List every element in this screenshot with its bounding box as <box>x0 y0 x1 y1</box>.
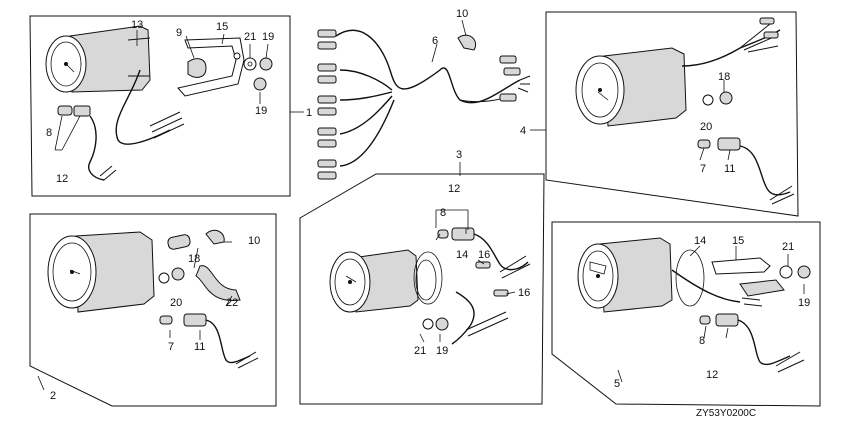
washer-21 <box>422 318 434 330</box>
group-3-frame <box>299 173 545 405</box>
callout-harness-1: 6 <box>432 35 438 47</box>
clip-10 <box>205 229 225 245</box>
o-ring-14b <box>675 249 705 307</box>
harness-connectors <box>317 29 521 180</box>
callout-g1-0: 13 <box>131 19 143 31</box>
group-label-5: 5 <box>614 378 620 390</box>
washer-20b <box>158 272 170 284</box>
callout-g1-2: 15 <box>216 21 228 33</box>
group-label-4: 4 <box>520 125 526 137</box>
rubber-sleeve <box>167 234 191 250</box>
hose-22 <box>195 265 241 301</box>
callout-g4-1: 20 <box>700 121 712 133</box>
callout-g3-2: 14 <box>456 249 468 261</box>
diagram-code: ZY53Y0200C <box>696 408 756 419</box>
harness-clip <box>457 34 476 51</box>
callout-g2-2: 20 <box>170 297 182 309</box>
gauge-meter-2 <box>47 231 155 313</box>
group-label-1: 1 <box>306 107 312 119</box>
callout-g5-0: 14 <box>694 235 706 247</box>
callout-g1-6: 8 <box>46 127 52 139</box>
group-1-assembly <box>29 15 304 197</box>
bulb-socket <box>57 105 73 116</box>
washer <box>243 57 257 71</box>
callout-g5-5: 12 <box>706 369 718 381</box>
group-label-2: 2 <box>50 390 56 402</box>
washer-20 <box>702 94 714 106</box>
callout-g1-1: 9 <box>176 27 182 39</box>
nut-lower <box>253 77 267 91</box>
callout-g1-5: 19 <box>255 105 267 117</box>
screw-16 <box>475 261 491 269</box>
callout-g5-2: 21 <box>782 241 794 253</box>
callout-g2-1: 18 <box>188 253 200 265</box>
nut-18b <box>171 267 185 281</box>
nut <box>259 57 273 71</box>
bracket-15 <box>711 257 771 275</box>
group-4-assembly <box>530 11 799 217</box>
group-label-3: 3 <box>456 149 462 161</box>
callout-g4-0: 18 <box>718 71 730 83</box>
callout-g5-4: 8 <box>699 335 705 347</box>
gauge-meter-1 <box>45 25 151 93</box>
group-2-assembly <box>29 213 277 407</box>
callout-g1-4: 19 <box>262 31 274 43</box>
callout-g3-5: 21 <box>414 345 426 357</box>
callout-g2-0: 10 <box>248 235 260 247</box>
callout-g1-7: 12 <box>56 173 68 185</box>
washer-21b <box>779 265 793 279</box>
nut-19 <box>435 317 449 331</box>
callout-g2-4: 7 <box>168 341 174 353</box>
callout-harness-0: 10 <box>456 8 468 20</box>
group-5-frame <box>551 221 821 407</box>
callout-g3-0: 12 <box>448 183 460 195</box>
mounting-bracket <box>177 37 245 97</box>
callout-g2-5: 11 <box>194 341 205 353</box>
callout-g5-1: 15 <box>732 235 744 247</box>
nut-19b <box>797 265 811 279</box>
nut-18 <box>719 91 733 105</box>
callout-g3-3: 16 <box>478 249 490 261</box>
wire-harness <box>317 19 531 180</box>
gauge-meter-5 <box>577 237 673 313</box>
callout-g1-3: 21 <box>244 31 256 43</box>
group-4-frame <box>545 11 799 217</box>
group-5-assembly <box>551 221 821 407</box>
screw-16b <box>493 289 509 297</box>
cable-clamp <box>187 58 207 78</box>
group-1-frame <box>29 15 291 197</box>
callout-g2-3: 22 <box>226 297 238 309</box>
callout-g5-3: 19 <box>798 297 810 309</box>
callout-g4-3: 11 <box>724 163 735 175</box>
gauge-meter-4 <box>575 47 687 127</box>
callout-g3-4: 16 <box>518 287 530 299</box>
callout-g3-6: 19 <box>436 345 448 357</box>
o-ring-14 <box>413 251 443 305</box>
gauge-meter-3 <box>329 249 419 313</box>
callout-g4-2: 7 <box>700 163 706 175</box>
callout-g3-1: 8 <box>440 207 446 219</box>
group-2-frame <box>29 213 277 407</box>
group-3-assembly <box>299 162 545 405</box>
